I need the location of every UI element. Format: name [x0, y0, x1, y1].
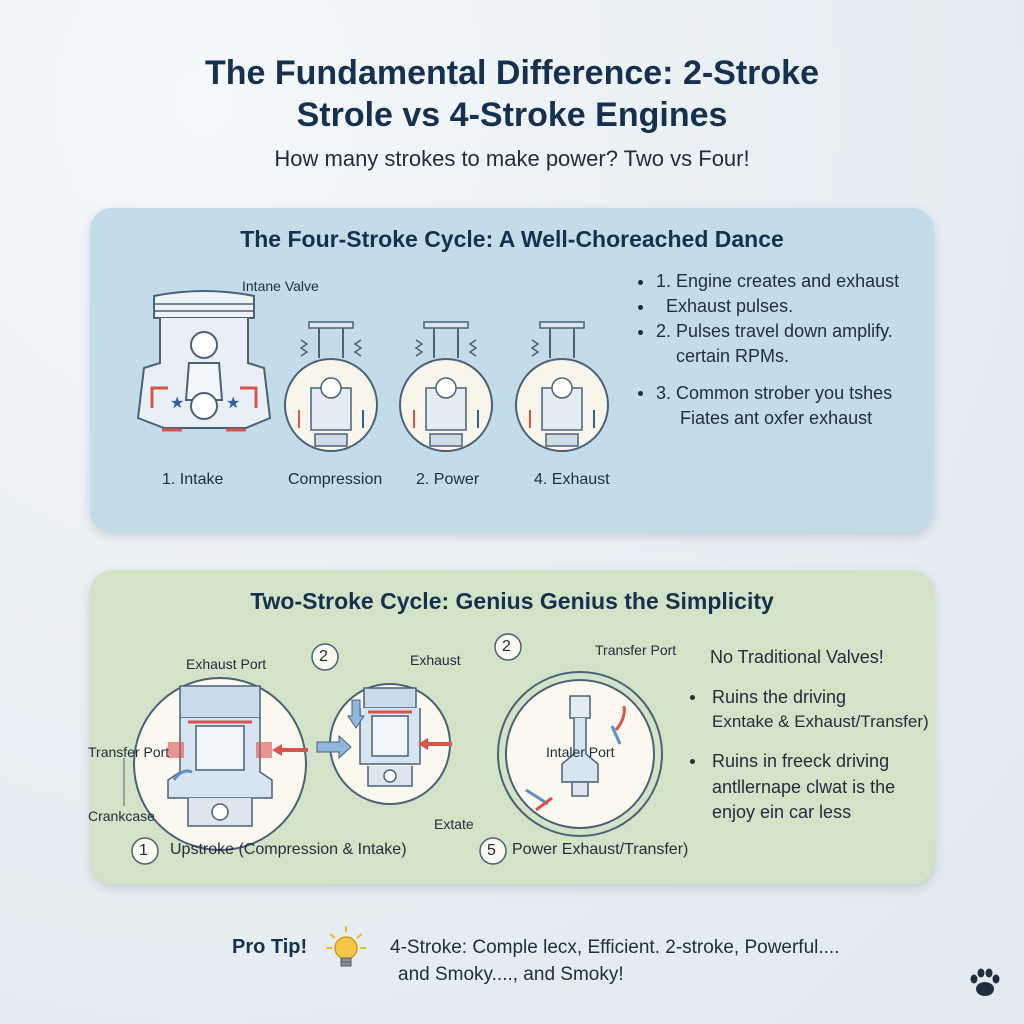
- stage-label-power: 2. Power: [416, 471, 480, 488]
- power-diagram: [399, 321, 493, 452]
- bullet-dot: [638, 280, 643, 285]
- no-valves-heading: No Traditional Valves!: [710, 647, 884, 667]
- bullet-dot: [638, 305, 643, 310]
- two-stroke-bullet-1-cont: Exntake & Exhaust/Transfer): [712, 712, 929, 731]
- pro-tip-text: 4-Stroke: Comple lecx, Efficient. 2-stro…: [390, 934, 840, 988]
- crankcase-leader-line: [123, 758, 125, 806]
- exhaust-diagram: [515, 321, 609, 452]
- marker-circle: [479, 837, 507, 865]
- exhaust-label: Exhaust: [410, 652, 461, 668]
- four-stroke-bullet-2: 2. Pulses travel down amplify.: [656, 321, 893, 341]
- four-stroke-bullet-3: 3. Common strober you tshes: [656, 383, 893, 403]
- pro-tip-line-2: and Smoky...., and Smoky!: [398, 964, 624, 985]
- four-stroke-bullet-3-cont: Fiates ant oxfer exhaust: [680, 408, 873, 428]
- bullet-dot: [638, 330, 643, 335]
- upstroke-diagram: [133, 677, 308, 851]
- page-subtitle: How many strokes to make power? Two vs F…: [274, 146, 750, 171]
- transfer-port-label-left: Transfer Port: [88, 744, 170, 760]
- blue-arrow-down: [347, 699, 365, 729]
- marker-circle: [494, 633, 522, 661]
- pro-tip-line-1: 4-Stroke: Comple lecx, Efficient. 2-stro…: [390, 937, 840, 958]
- crankcase-label: Crankcase: [88, 808, 155, 824]
- stage-label-intake: 1. Intake: [162, 471, 224, 488]
- marker-number: 2: [502, 638, 511, 655]
- four-stroke-bullet-2-cont: certain RPMs.: [676, 346, 790, 366]
- marker-number: 5: [487, 842, 496, 859]
- marker-number: 2: [319, 648, 328, 665]
- transfer-port-label-right: Transfer Port: [595, 642, 677, 658]
- lightbulb-icon: [326, 926, 366, 967]
- svg-text:★: ★: [170, 395, 184, 412]
- intake-valve-label: Intane Valve: [242, 278, 319, 294]
- marker-number: 1: [139, 842, 148, 859]
- bullet-dot: [690, 695, 695, 700]
- four-stroke-bullet-1-cont: Exhaust pulses.: [666, 296, 794, 316]
- marker-circle: [311, 643, 339, 671]
- blue-arrow-right: [316, 734, 352, 760]
- page-title-line-1: The Fundamental Difference: 2-Stroke: [204, 54, 819, 92]
- intake-port-label: Intaler Port: [546, 744, 615, 760]
- page-title-line-2: Strole vs 4-Stroke Engines: [296, 96, 728, 134]
- transfer-port-diagram: [497, 671, 663, 837]
- two-stroke-bullet-2: Ruins in freeck driving: [712, 751, 890, 771]
- upstroke-caption: Upstroke (Compression & Intake): [170, 841, 407, 858]
- exhaust-port-label: Exhaust Port: [186, 656, 267, 672]
- two-stroke-bullet-1: Ruins the driving: [712, 687, 847, 707]
- two-stroke-panel: Two-Stroke Cycle: Genius Genius the Simp…: [88, 570, 934, 884]
- bullet-dot: [638, 391, 643, 396]
- stage-label-compression: Compression: [288, 471, 383, 488]
- intake-piston-diagram: ★ ★: [136, 290, 272, 432]
- four-stroke-panel: The Four-Stroke Cycle: A Well-Choreached…: [90, 208, 934, 532]
- bullet-dot: [690, 759, 695, 764]
- two-stroke-bullet-2-cont2: enjoy ein car less: [712, 802, 852, 822]
- extate-label: Extate: [434, 816, 474, 832]
- marker-circle: [131, 837, 159, 865]
- two-stroke-bullet-2-cont: antllernape clwat is the: [712, 777, 896, 797]
- svg-text:★: ★: [226, 395, 240, 412]
- pro-tip-label: Pro Tip!: [232, 936, 308, 958]
- four-stroke-title: The Four-Stroke Cycle: A Well-Choreached…: [240, 226, 784, 252]
- stage-label-exhaust: 4. Exhaust: [534, 471, 610, 488]
- two-stroke-title: Two-Stroke Cycle: Genius Genius the Simp…: [250, 588, 774, 614]
- compression-diagram: [284, 321, 378, 452]
- paw-icon: [970, 968, 1000, 996]
- four-stroke-bullet-1: 1. Engine creates and exhaust: [656, 271, 900, 291]
- power-caption: Power Exhaust/Transfer): [512, 841, 689, 858]
